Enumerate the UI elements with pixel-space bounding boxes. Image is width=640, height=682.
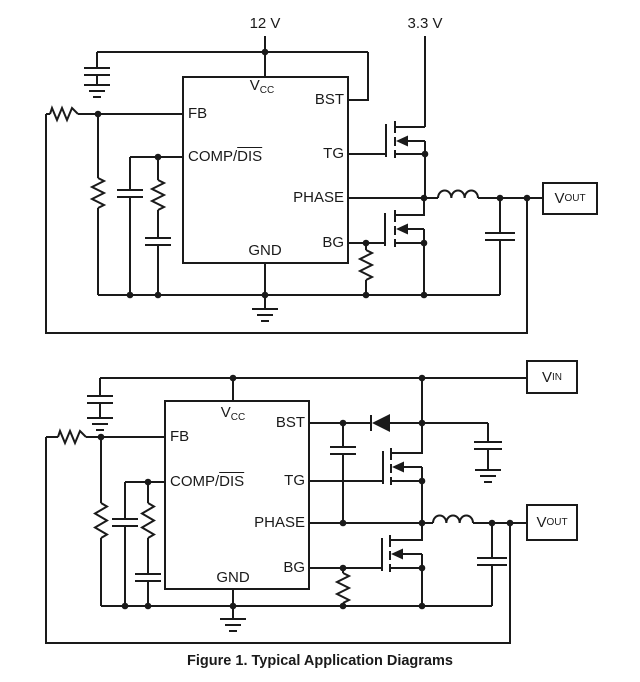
supply-3v3-label: 3.3 V bbox=[407, 15, 443, 32]
comp-capacitor-b-icon bbox=[145, 237, 171, 246]
feedback-resistor-icon bbox=[57, 428, 87, 446]
pin-label-comp-dis: COMP/DIS bbox=[188, 148, 263, 165]
bg-resistor-icon bbox=[334, 572, 352, 604]
low-side-mosfet-icon bbox=[384, 198, 425, 295]
divider-resistor-icon bbox=[89, 177, 107, 209]
bootstrap-capacitor-icon bbox=[330, 446, 356, 455]
ic-outline bbox=[182, 76, 349, 264]
comp-resistor-icon bbox=[149, 179, 167, 211]
figure-caption: Figure 1. Typical Application Diagrams bbox=[187, 653, 453, 669]
vout-box-outline bbox=[526, 504, 578, 541]
pin-label-vcc: VCC bbox=[220, 404, 246, 424]
top-diagram bbox=[45, 36, 598, 334]
pin-label-bg: BG bbox=[322, 234, 344, 251]
comp-resistor-icon bbox=[140, 502, 156, 539]
pin-label-bst: BST bbox=[314, 91, 344, 108]
ic-outline bbox=[164, 400, 310, 590]
pin-label-fb: FB bbox=[170, 428, 190, 445]
wires bbox=[45, 36, 543, 334]
pin-label-bst: BST bbox=[275, 414, 305, 431]
low-side-mosfet-icon bbox=[381, 523, 423, 606]
pin-label-tg: TG bbox=[323, 145, 344, 162]
pin-label-vcc: VCC bbox=[249, 77, 275, 97]
high-side-mosfet-icon bbox=[382, 423, 423, 523]
junction-dots bbox=[97, 374, 514, 610]
vcc-cap-ground-icon bbox=[87, 417, 113, 431]
vout-box-outline bbox=[542, 182, 598, 215]
vin-box-outline bbox=[526, 360, 578, 394]
input-cap-ground-icon bbox=[475, 469, 501, 483]
input-capacitor-icon bbox=[474, 441, 502, 450]
bg-resistor-icon bbox=[357, 249, 375, 281]
comp-capacitor-a-icon bbox=[112, 518, 138, 527]
pin-label-fb: FB bbox=[188, 105, 208, 122]
vcc-cap-ground-icon bbox=[84, 84, 110, 98]
inductor-icon bbox=[437, 189, 479, 199]
vcc-capacitor-icon bbox=[87, 378, 113, 418]
output-capacitor-icon bbox=[477, 557, 507, 566]
inductor-icon bbox=[432, 514, 474, 524]
divider-resistor-icon bbox=[93, 502, 109, 539]
vcc-capacitor-icon bbox=[84, 52, 110, 85]
pin-label-phase: PHASE bbox=[293, 189, 344, 206]
feedback-resistor-icon bbox=[49, 105, 79, 123]
bootstrap-diode-icon bbox=[370, 414, 390, 432]
supply-12v-label: 12 V bbox=[249, 15, 281, 32]
pin-label-gnd: GND bbox=[216, 569, 250, 586]
pin-label-bg: BG bbox=[283, 559, 305, 576]
output-capacitor-icon bbox=[485, 232, 515, 241]
pin-label-tg: TG bbox=[284, 472, 305, 489]
pin-label-phase: PHASE bbox=[254, 514, 305, 531]
comp-capacitor-b-icon bbox=[135, 573, 161, 582]
comp-capacitor-a-icon bbox=[117, 189, 143, 198]
junction-dots bbox=[94, 48, 531, 299]
bottom-diagram bbox=[45, 360, 578, 644]
ic-ground-icon bbox=[220, 618, 246, 632]
ic-ground-icon bbox=[252, 308, 278, 322]
high-side-mosfet-icon bbox=[385, 121, 426, 198]
pin-label-comp-dis: COMP/DIS bbox=[170, 473, 245, 490]
pin-label-gnd: GND bbox=[248, 242, 282, 259]
